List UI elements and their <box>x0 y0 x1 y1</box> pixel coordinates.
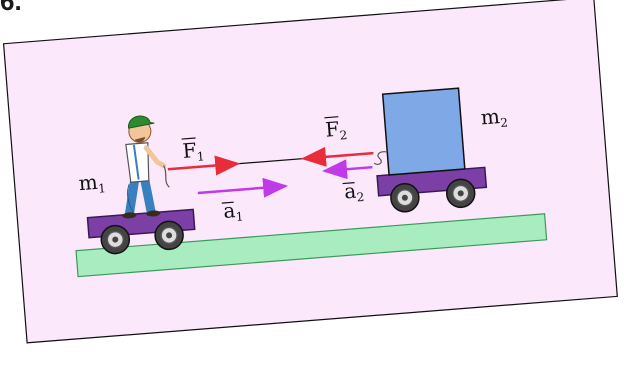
wheel-left-rear <box>154 220 184 251</box>
vector-bar-f2 <box>324 116 339 119</box>
force-arrow-f1 <box>167 155 241 176</box>
cart-left <box>86 208 196 255</box>
wheel-right-rear <box>445 178 476 209</box>
label-m2: m2 <box>480 103 509 131</box>
label-f1: F1 <box>182 137 206 165</box>
vector-bar-f1 <box>181 137 196 140</box>
vector-bar-a1 <box>221 201 234 204</box>
accel-arrow-a1 <box>197 177 289 198</box>
corner-text: 6. <box>0 0 22 16</box>
label-f2: F2 <box>324 116 348 144</box>
accel-arrow-a2 <box>322 159 373 180</box>
box <box>381 87 466 176</box>
vector-bar-a2 <box>342 182 355 185</box>
label-a1: a1 <box>222 198 244 225</box>
person <box>122 115 170 219</box>
label-m1: m1 <box>78 169 107 197</box>
wheel-left-front <box>100 224 131 255</box>
ground <box>75 213 548 278</box>
force-arrow-f2 <box>301 146 374 167</box>
wheel-right-front <box>390 182 420 213</box>
hook <box>373 151 388 166</box>
cart-right <box>376 166 488 213</box>
label-a2: a2 <box>343 178 365 205</box>
